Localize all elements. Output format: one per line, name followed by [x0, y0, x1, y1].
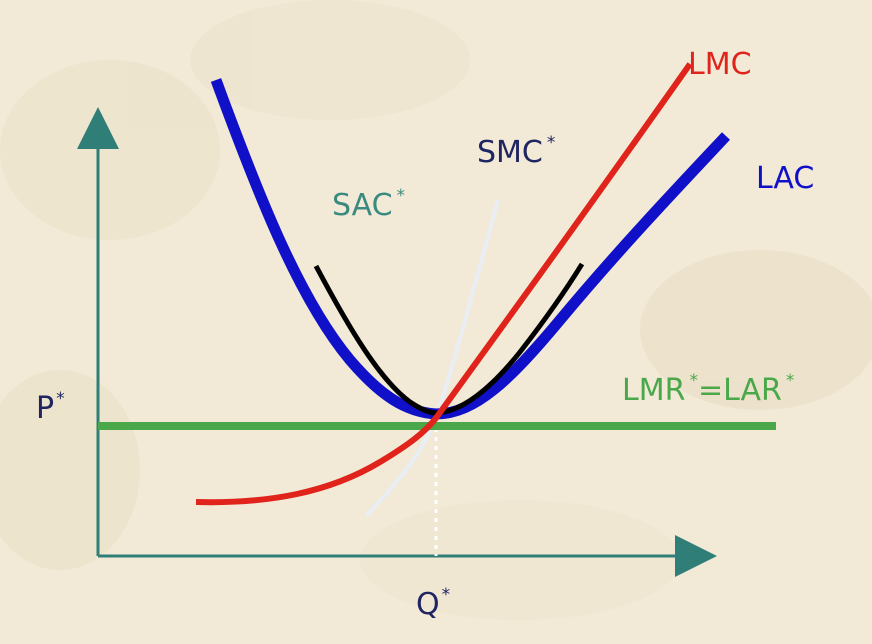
- q-star-label: Q*: [416, 585, 450, 622]
- p-star-label: P*: [36, 389, 65, 426]
- sac-label: SAC*: [332, 186, 405, 223]
- lmc-curve: [195, 62, 693, 506]
- background-texture: [640, 250, 872, 410]
- lmc-label: LMC: [688, 47, 752, 82]
- smc-label: SMC*: [477, 133, 555, 170]
- lac-label: LAC: [756, 161, 814, 196]
- lmr-lar-label: LMR*=LAR*: [622, 371, 794, 408]
- smc-curve: [364, 199, 500, 518]
- lac-curve: [210, 78, 731, 420]
